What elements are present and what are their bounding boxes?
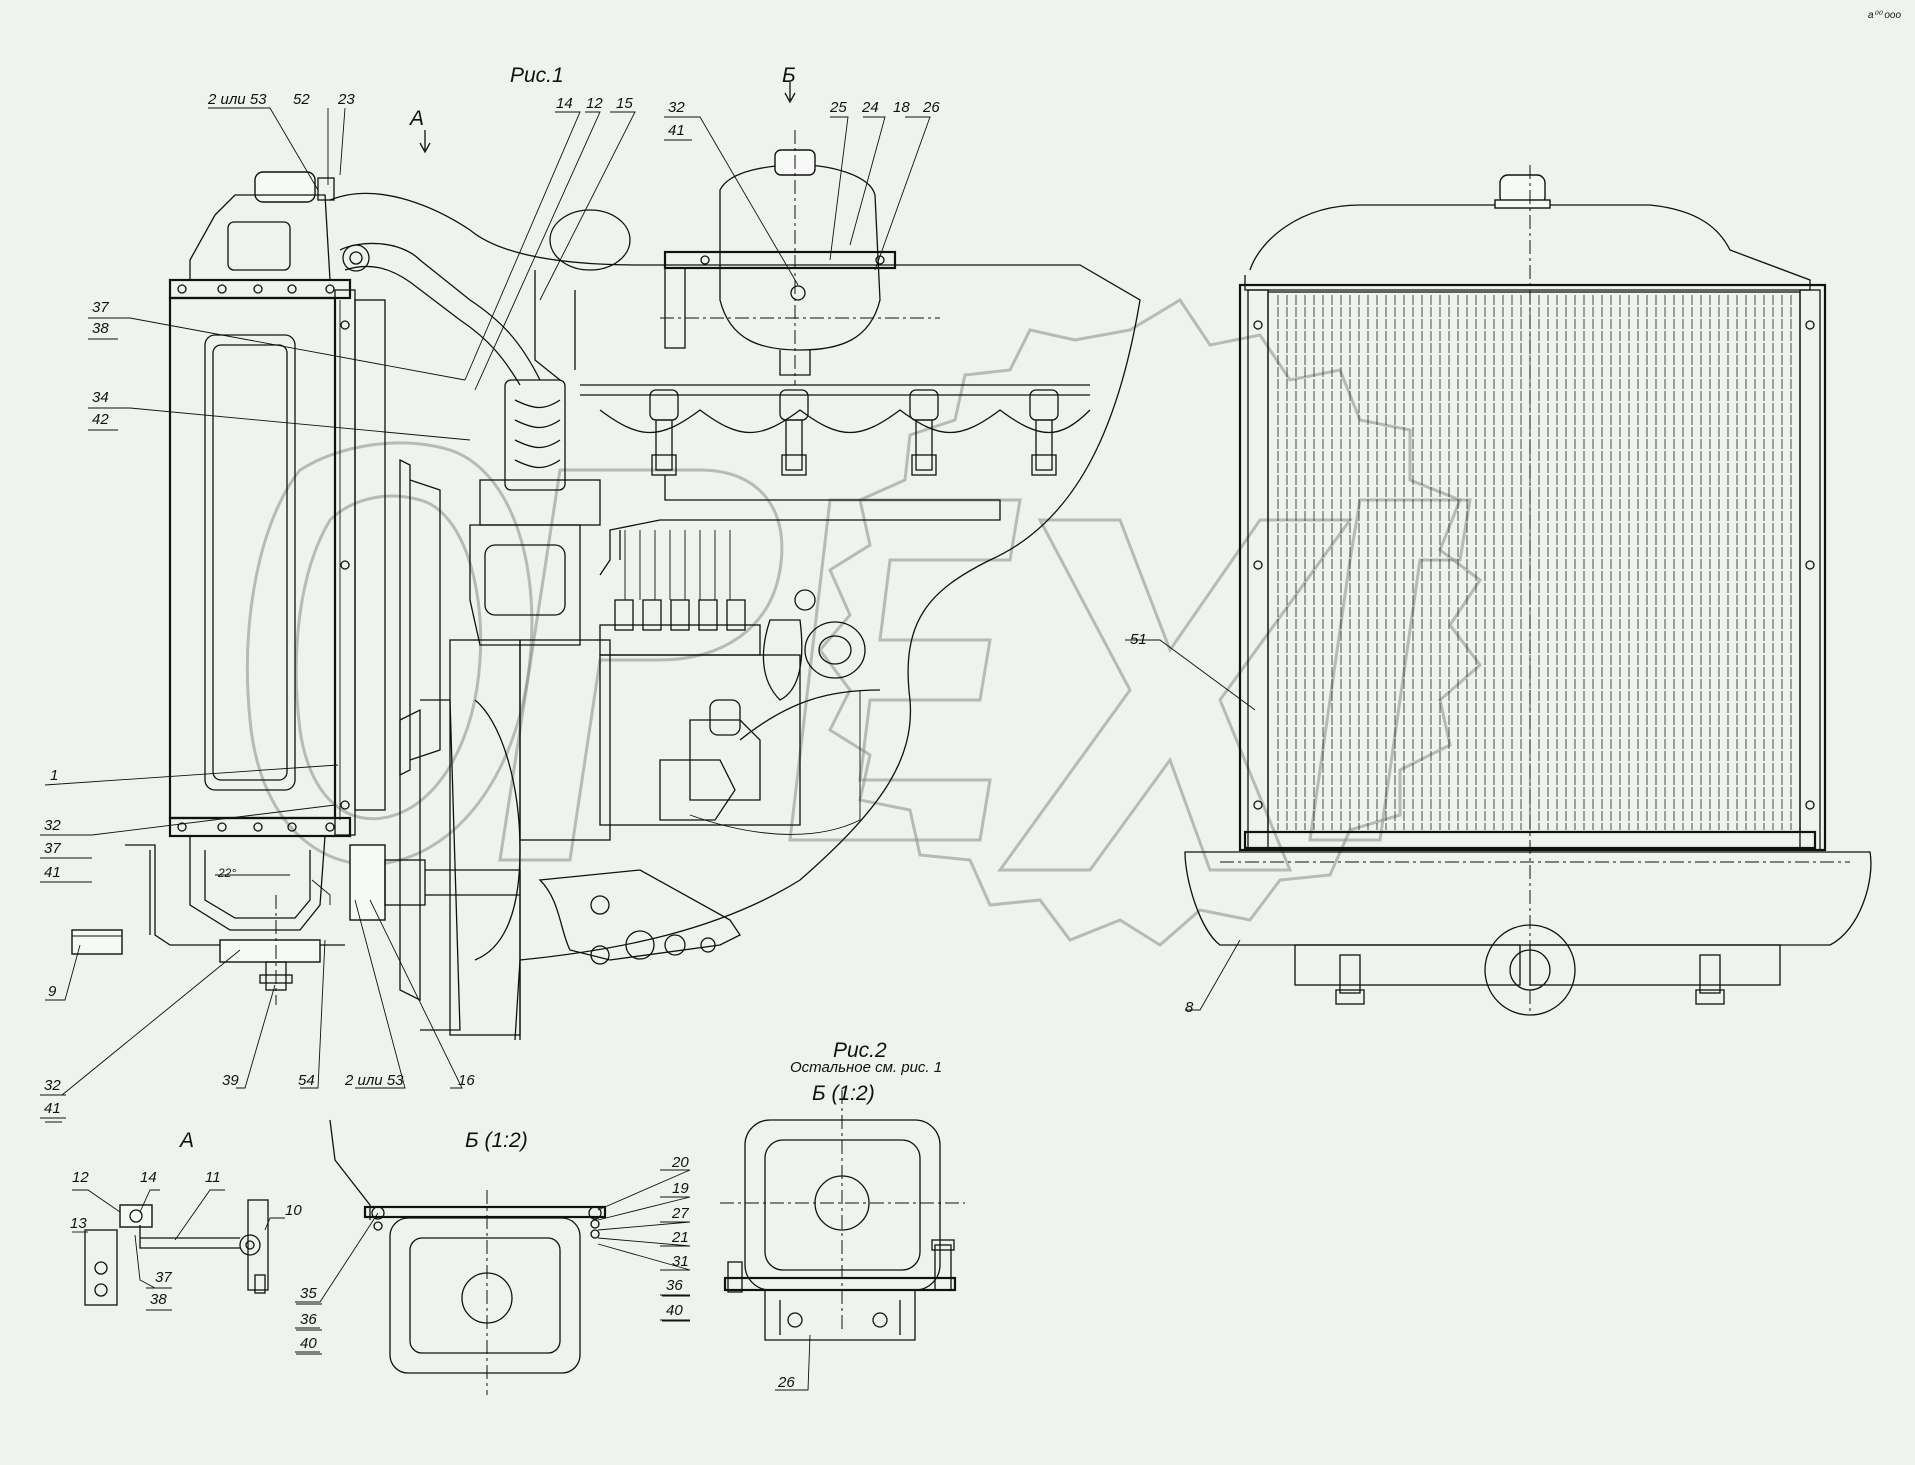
label-23: 23 (337, 91, 355, 108)
radiator-front-view (1184, 165, 1872, 1016)
label-12: 12 (586, 95, 603, 112)
label-26-top: 26 (922, 99, 940, 116)
view-b-detail (329, 1119, 607, 1395)
view-a-label-37: 37 (155, 1269, 172, 1286)
view-a-detail (84, 1199, 269, 1306)
view-b-label-21: 21 (671, 1229, 689, 1246)
label-25: 25 (829, 99, 847, 116)
label-24: 24 (861, 99, 879, 116)
expansion-tank (660, 130, 940, 385)
view-b-top-mark: Б (782, 64, 796, 87)
callout-labels: 2 или 53 52 23 14 12 15 32 41 25 24 18 2… (44, 91, 1194, 1391)
watermark-logo (245, 297, 1483, 947)
view-b-label-40-right: 40 (666, 1302, 683, 1319)
label-41-bot: 41 (44, 1100, 61, 1117)
label-34: 34 (92, 389, 109, 406)
view-b-label-20: 20 (671, 1154, 689, 1171)
label-52: 52 (293, 91, 310, 108)
label-1: 1 (50, 767, 58, 784)
label-16: 16 (458, 1072, 475, 1089)
view-b-scale-title: Б (1:2) (465, 1129, 528, 1152)
view-a-label-10: 10 (285, 1202, 302, 1219)
fig2-title: Рис.2 (833, 1039, 887, 1062)
label-2or53-bot: 2 или 53 (344, 1072, 404, 1089)
label-14: 14 (556, 95, 573, 112)
fig2-view-b-scale: Б (1:2) (812, 1082, 875, 1105)
view-a-label-13: 13 (70, 1215, 87, 1232)
view-b-label-36-right: 36 (666, 1277, 683, 1294)
fig2-note: Остальное см. рис. 1 (790, 1059, 942, 1076)
view-a-title: А (178, 1129, 194, 1152)
label-38: 38 (92, 320, 109, 337)
view-a-label-14: 14 (140, 1169, 157, 1186)
label-9: 9 (48, 983, 57, 1000)
fig2-label-26: 26 (777, 1374, 795, 1391)
view-b-label-31: 31 (672, 1253, 689, 1270)
label-41-top: 41 (668, 122, 685, 139)
titles: Рис.1 А Б Рис.2 Остальное см. рис. 1 Б (… (178, 10, 1901, 1152)
label-32-bot: 32 (44, 1077, 61, 1094)
view-b-label-27: 27 (671, 1205, 689, 1222)
label-32-mid: 32 (44, 817, 61, 834)
view-a-label-12: 12 (72, 1169, 89, 1186)
view-a-top-mark: А (408, 107, 424, 130)
callout-underlines (40, 116, 692, 1355)
view-a-label-11: 11 (205, 1169, 221, 1186)
view-b-label-36-left: 36 (300, 1311, 317, 1328)
label-37: 37 (92, 299, 109, 316)
view-b-label-19: 19 (672, 1180, 689, 1197)
leader-lines (44, 107, 1256, 1391)
corner-mark: a⁰⁰ ooo (1868, 10, 1901, 21)
label-39: 39 (222, 1072, 239, 1089)
radiator-side-view (71, 171, 386, 1005)
fig1-title: Рис.1 (510, 64, 564, 87)
label-32-top: 32 (668, 99, 685, 116)
label-42: 42 (92, 411, 109, 428)
label-15: 15 (616, 95, 633, 112)
engine-view (329, 192, 1141, 1041)
angle-label: 22° (217, 866, 236, 880)
view-arrows (419, 82, 796, 154)
label-2or53-top: 2 или 53 (207, 91, 267, 108)
label-41-mid: 41 (44, 864, 61, 881)
label-51: 51 (1130, 631, 1147, 648)
radiator-fins (1277, 295, 1792, 830)
label-54: 54 (298, 1072, 315, 1089)
view-a-label-38: 38 (150, 1291, 167, 1308)
view-b-label-40-left: 40 (300, 1335, 317, 1352)
label-18: 18 (893, 99, 910, 116)
label-8: 8 (1185, 999, 1194, 1016)
figure-2 (720, 1090, 965, 1341)
view-b-label-35: 35 (300, 1285, 317, 1302)
label-37-mid: 37 (44, 840, 61, 857)
